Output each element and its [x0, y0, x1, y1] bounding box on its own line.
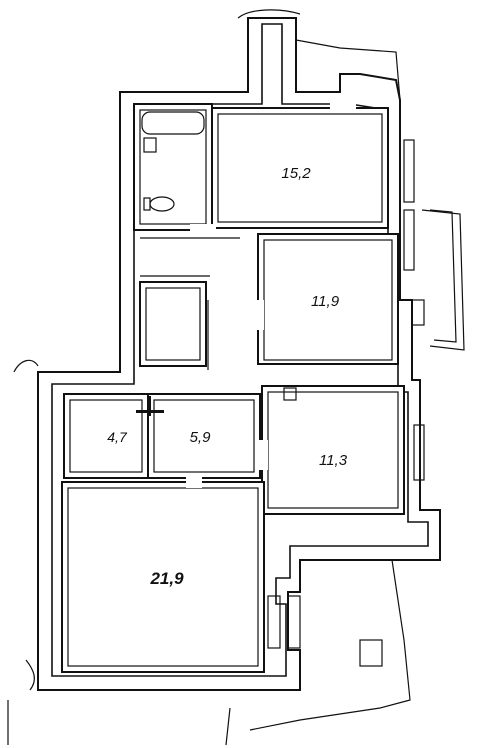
- room-area-11-9: 11,9: [311, 293, 340, 310]
- room-area-11-3: 11,3: [319, 452, 348, 469]
- window-details: [267, 139, 465, 649]
- room-area-4-7: 4,7: [107, 429, 128, 445]
- room-area-15-2: 15,2: [281, 165, 311, 182]
- room-area-5-9: 5,9: [190, 429, 212, 446]
- room-labels: 15,2 11,9 11,3 21,9 5,9 4,7: [107, 165, 347, 588]
- room-area-21-9: 21,9: [149, 569, 184, 588]
- balcony: [7, 9, 411, 746]
- interior-walls: [61, 96, 405, 673]
